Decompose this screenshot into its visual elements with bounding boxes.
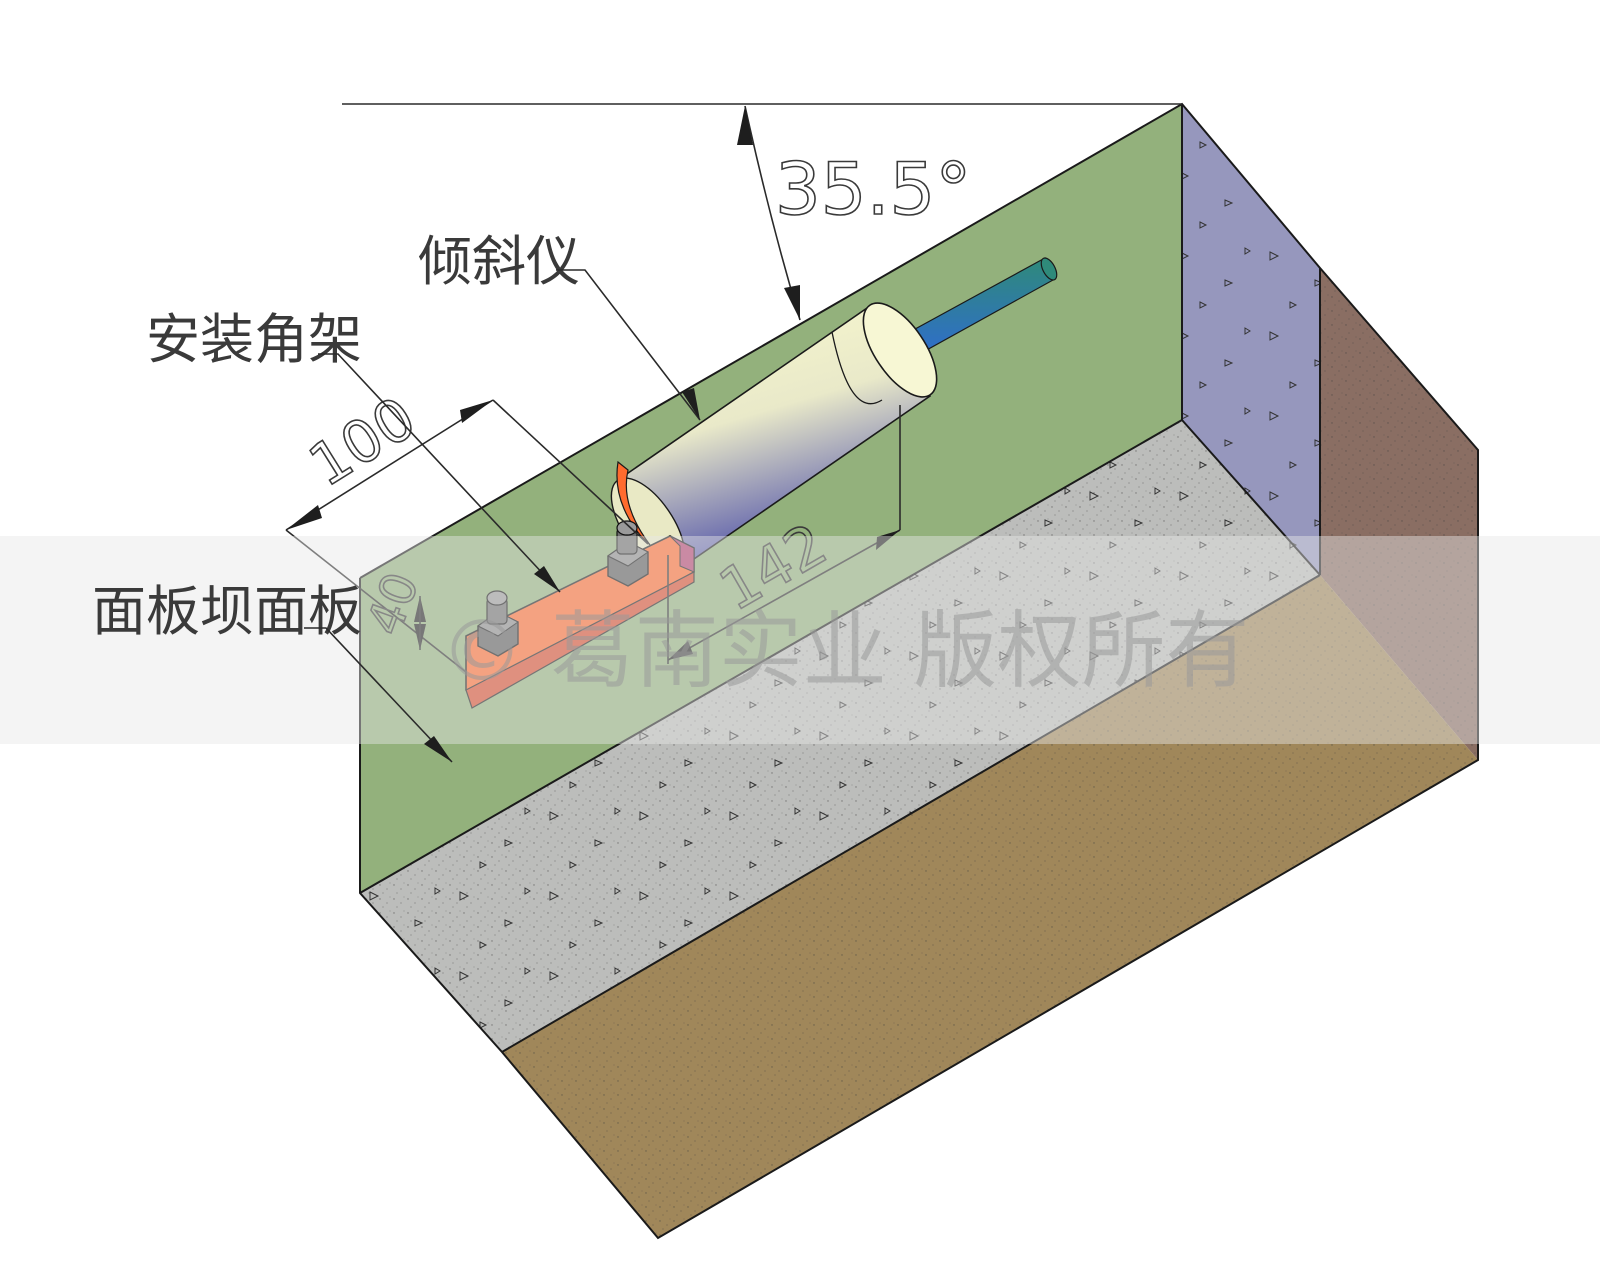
angle-arrow-bottom [784,285,800,320]
angle-dimension: 35.5° [342,103,1182,321]
watermark-text: © 葛南实业 版权所有 [440,602,1249,700]
angle-arrow-top [737,106,753,145]
label-mounting-bracket: 安装角架 [146,308,362,371]
anchor-bolt-right [607,520,649,587]
sensor-end-cap [862,302,938,398]
anchor-bolt-left [477,590,519,657]
inclinometer-sensor [610,257,1058,573]
watermark: © 葛南实业 版权所有 [0,536,1600,744]
callout-face-slab: 面板坝面板 [92,580,453,763]
label-inclinometer: 倾斜仪 [418,230,580,293]
callout-mounting-bracket: 安装角架 [146,308,561,593]
mounting-bracket [465,520,695,709]
label-face-slab: 面板坝面板 [92,580,362,643]
callout-inclinometer: 倾斜仪 [418,230,701,421]
angle-value: 35.5° [775,147,971,231]
